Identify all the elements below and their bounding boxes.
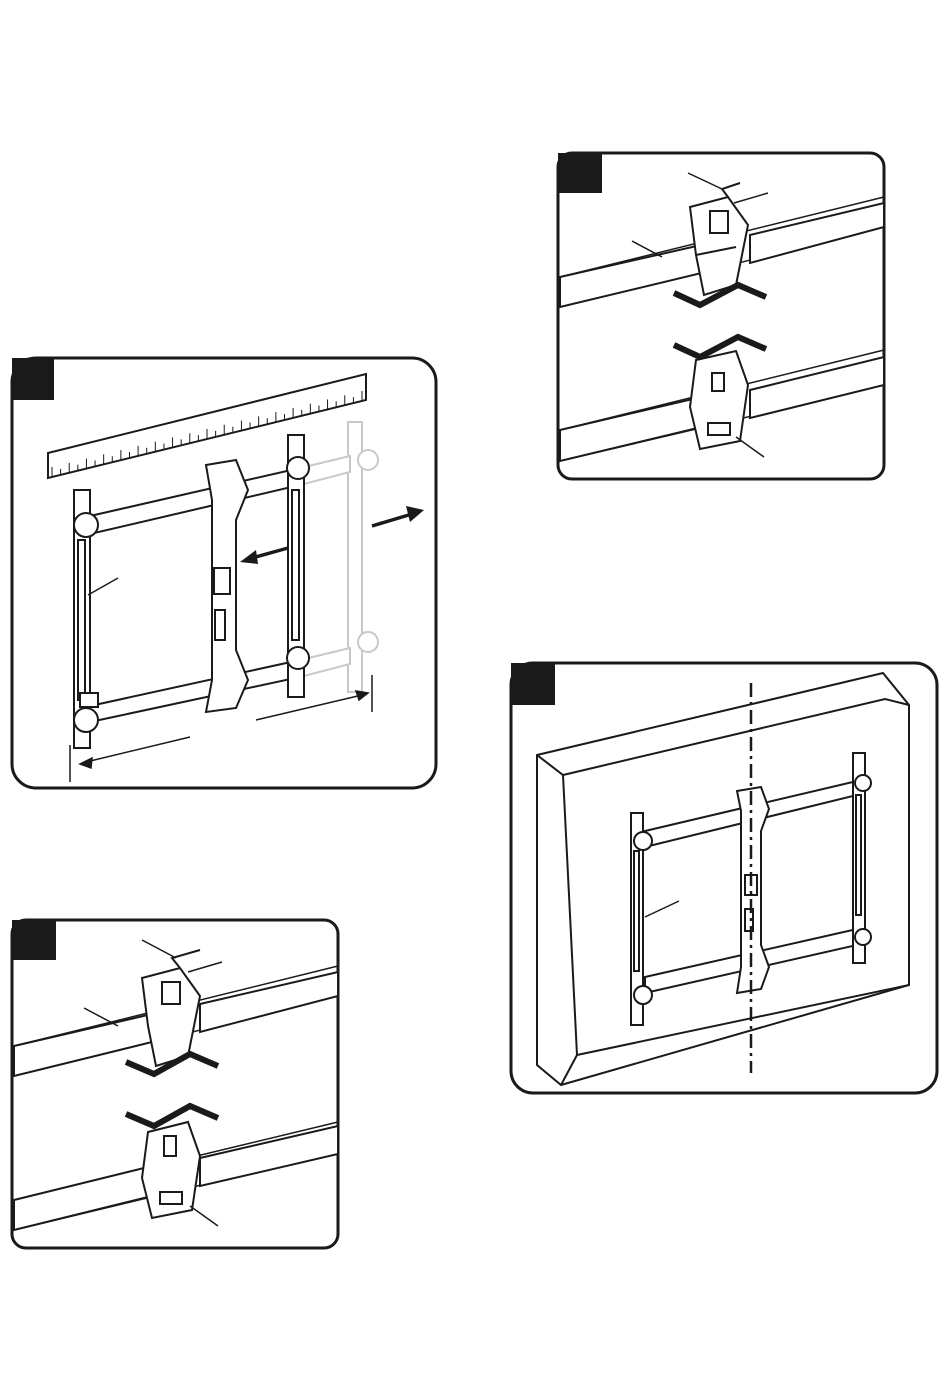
figure-tv-centerline [505,655,945,1100]
figure-clamp-detail-left [0,910,345,1255]
figure-ruler-spacing [0,350,450,795]
clamp-detail-right-drawing [550,145,895,490]
figure-clamp-detail-right [550,145,895,490]
clamp-detail-left-drawing [0,910,345,1255]
step-badge [12,920,56,960]
step-badge [558,153,602,193]
step-badge-corner [12,358,36,382]
lower-clamp [142,1122,200,1218]
lower-clamp [690,351,748,449]
tv-centerline-drawing [505,655,945,1100]
step-badge [511,663,555,705]
ruler-spacing-drawing [0,350,450,795]
